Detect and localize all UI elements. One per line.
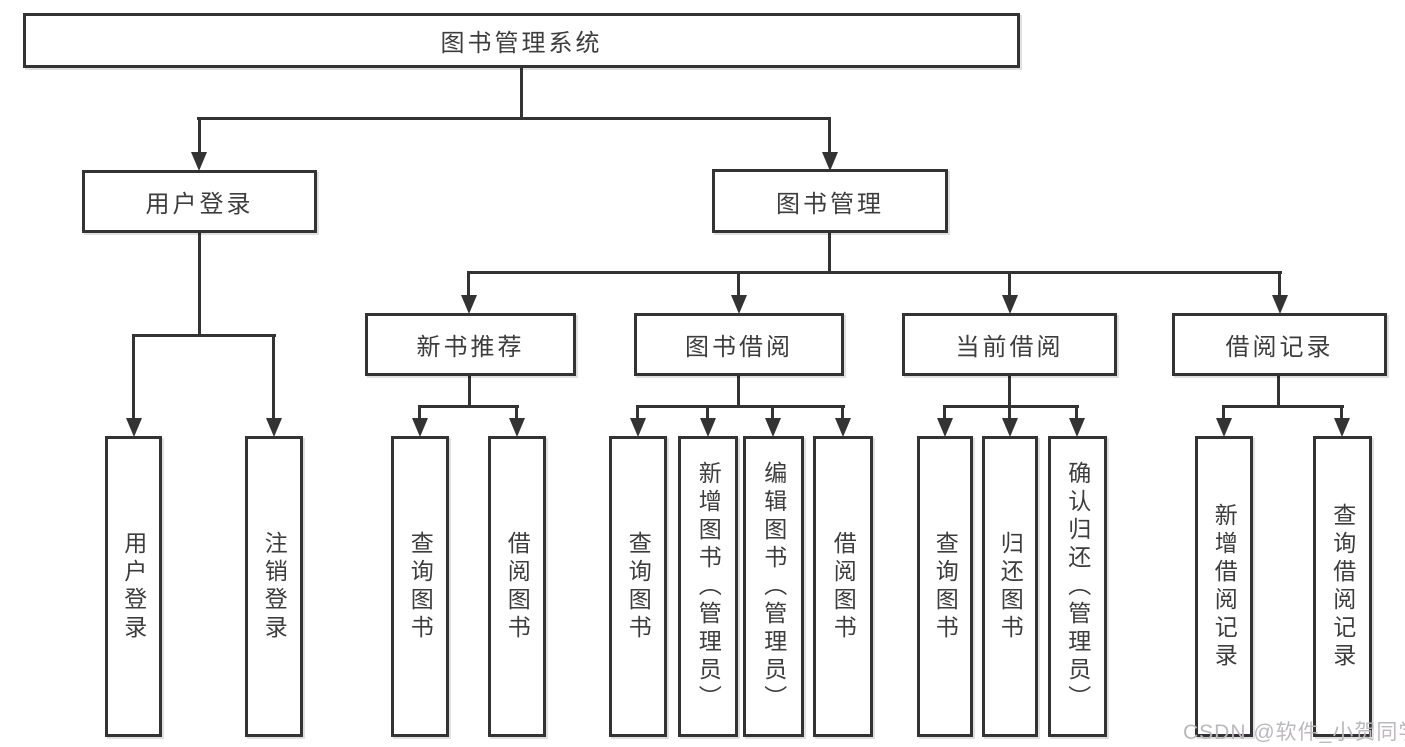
connector-line: [272, 334, 275, 420]
node-leaf-bb-query-books: 查询图书: [609, 436, 667, 737]
connector-line: [198, 233, 201, 335]
node-borrow-records: 借阅记录: [1172, 313, 1387, 376]
connector-line: [515, 405, 518, 420]
arrow-down-icon: [412, 418, 428, 437]
node-leaf-br-query-record-label: 查询借阅记录: [1329, 502, 1356, 671]
connector-line: [418, 405, 519, 408]
connector-line: [1008, 376, 1011, 407]
connector-line: [1278, 271, 1281, 297]
arrow-down-icon: [1334, 418, 1350, 437]
arrow-down-icon: [191, 152, 207, 171]
arrow-down-icon: [1069, 418, 1085, 437]
connector-line: [706, 405, 709, 420]
connector-line: [132, 334, 276, 337]
node-leaf-nbr-borrow-books: 借阅图书: [488, 436, 546, 737]
connector-line: [418, 405, 421, 420]
arrow-down-icon: [461, 295, 477, 314]
node-leaf-logout-label: 注销登录: [261, 530, 288, 643]
arrow-down-icon: [822, 152, 838, 171]
connector-line: [467, 271, 1282, 274]
connector-line: [737, 271, 740, 297]
arrow-down-icon: [126, 418, 142, 437]
node-leaf-nbr-query-books-label: 查询图书: [407, 530, 434, 643]
watermark: CSDN @软件_小贺同学: [1183, 721, 1405, 744]
node-leaf-cb-confirm-return: 确认归还（管理员）: [1048, 436, 1107, 737]
node-leaf-bb-add-books: 新增图书（管理员）: [678, 436, 738, 737]
arrow-down-icon: [731, 295, 747, 314]
node-root-label: 图书管理系统: [440, 30, 603, 57]
node-leaf-nbr-query-books: 查询图书: [391, 436, 449, 737]
node-leaf-user-login: 用户登录: [105, 436, 162, 737]
connector-line: [1075, 405, 1078, 420]
connector-line: [132, 334, 135, 420]
connector-line: [636, 405, 639, 420]
connector-line: [943, 405, 1079, 408]
node-leaf-cb-query-books: 查询图书: [917, 436, 973, 737]
arrow-down-icon: [1272, 295, 1288, 314]
connector-line: [828, 232, 831, 272]
arrow-down-icon: [1216, 418, 1232, 437]
connector-line: [841, 405, 844, 420]
connector-line: [468, 376, 471, 407]
connector-line: [1277, 376, 1280, 407]
node-leaf-nbr-borrow-books-label: 借阅图书: [504, 530, 531, 643]
node-new-book-rec: 新书推荐: [365, 313, 576, 376]
arrow-down-icon: [937, 418, 953, 437]
node-user-login-label: 用户登录: [145, 191, 254, 218]
node-leaf-user-login-label: 用户登录: [120, 530, 147, 643]
connector-line: [636, 405, 845, 408]
arrow-down-icon: [700, 418, 716, 437]
connector-line: [197, 117, 831, 120]
node-book-borrow: 图书借阅: [634, 313, 844, 376]
arrow-down-icon: [630, 418, 646, 437]
node-leaf-cb-return-books: 归还图书: [982, 436, 1038, 737]
connector-line: [1222, 405, 1344, 408]
node-leaf-bb-edit-books-label: 编辑图书（管理员）: [760, 460, 787, 713]
node-book-borrow-label: 图书借阅: [685, 334, 793, 361]
arrow-down-icon: [1002, 295, 1018, 314]
node-leaf-cb-confirm-return-label: 确认归还（管理员）: [1064, 460, 1091, 713]
node-root: 图书管理系统: [23, 13, 1020, 68]
connector-line: [467, 271, 470, 297]
connector-line: [1008, 271, 1011, 297]
node-borrow-records-label: 借阅记录: [1225, 334, 1334, 361]
connector-line: [1340, 405, 1343, 420]
arrow-down-icon: [509, 418, 525, 437]
connector-line: [771, 405, 774, 420]
node-leaf-logout: 注销登录: [245, 436, 303, 737]
connector-line: [520, 68, 523, 118]
arrow-down-icon: [835, 418, 851, 437]
connector-line: [1222, 405, 1225, 420]
node-leaf-br-add-record: 新增借阅记录: [1195, 436, 1253, 737]
connector-line: [1008, 405, 1011, 420]
node-leaf-bb-query-books-label: 查询图书: [625, 530, 652, 643]
arrow-down-icon: [266, 418, 282, 437]
node-leaf-bb-add-books-label: 新增图书（管理员）: [695, 460, 722, 713]
node-book-mgmt: 图书管理: [712, 169, 948, 233]
arrow-down-icon: [765, 418, 781, 437]
node-leaf-br-add-record-label: 新增借阅记录: [1211, 502, 1238, 671]
node-book-mgmt-label: 图书管理: [776, 190, 884, 218]
node-leaf-bb-edit-books: 编辑图书（管理员）: [743, 436, 804, 737]
node-leaf-br-query-record: 查询借阅记录: [1313, 436, 1372, 737]
connector-line: [737, 376, 740, 407]
connector-line: [828, 117, 831, 155]
node-current-borrow: 当前借阅: [902, 313, 1117, 376]
node-leaf-cb-return-books-label: 归还图书: [997, 530, 1024, 643]
node-leaf-bb-borrow-books-label: 借阅图书: [830, 530, 857, 643]
connector-line: [198, 117, 201, 155]
node-user-login: 用户登录: [82, 170, 317, 233]
arrow-down-icon: [1002, 418, 1018, 437]
node-current-borrow-label: 当前借阅: [955, 334, 1064, 361]
node-leaf-bb-borrow-books: 借阅图书: [813, 436, 873, 737]
connector-line: [943, 405, 946, 420]
node-new-book-rec-label: 新书推荐: [416, 334, 525, 361]
node-leaf-cb-query-books-label: 查询图书: [932, 530, 959, 643]
